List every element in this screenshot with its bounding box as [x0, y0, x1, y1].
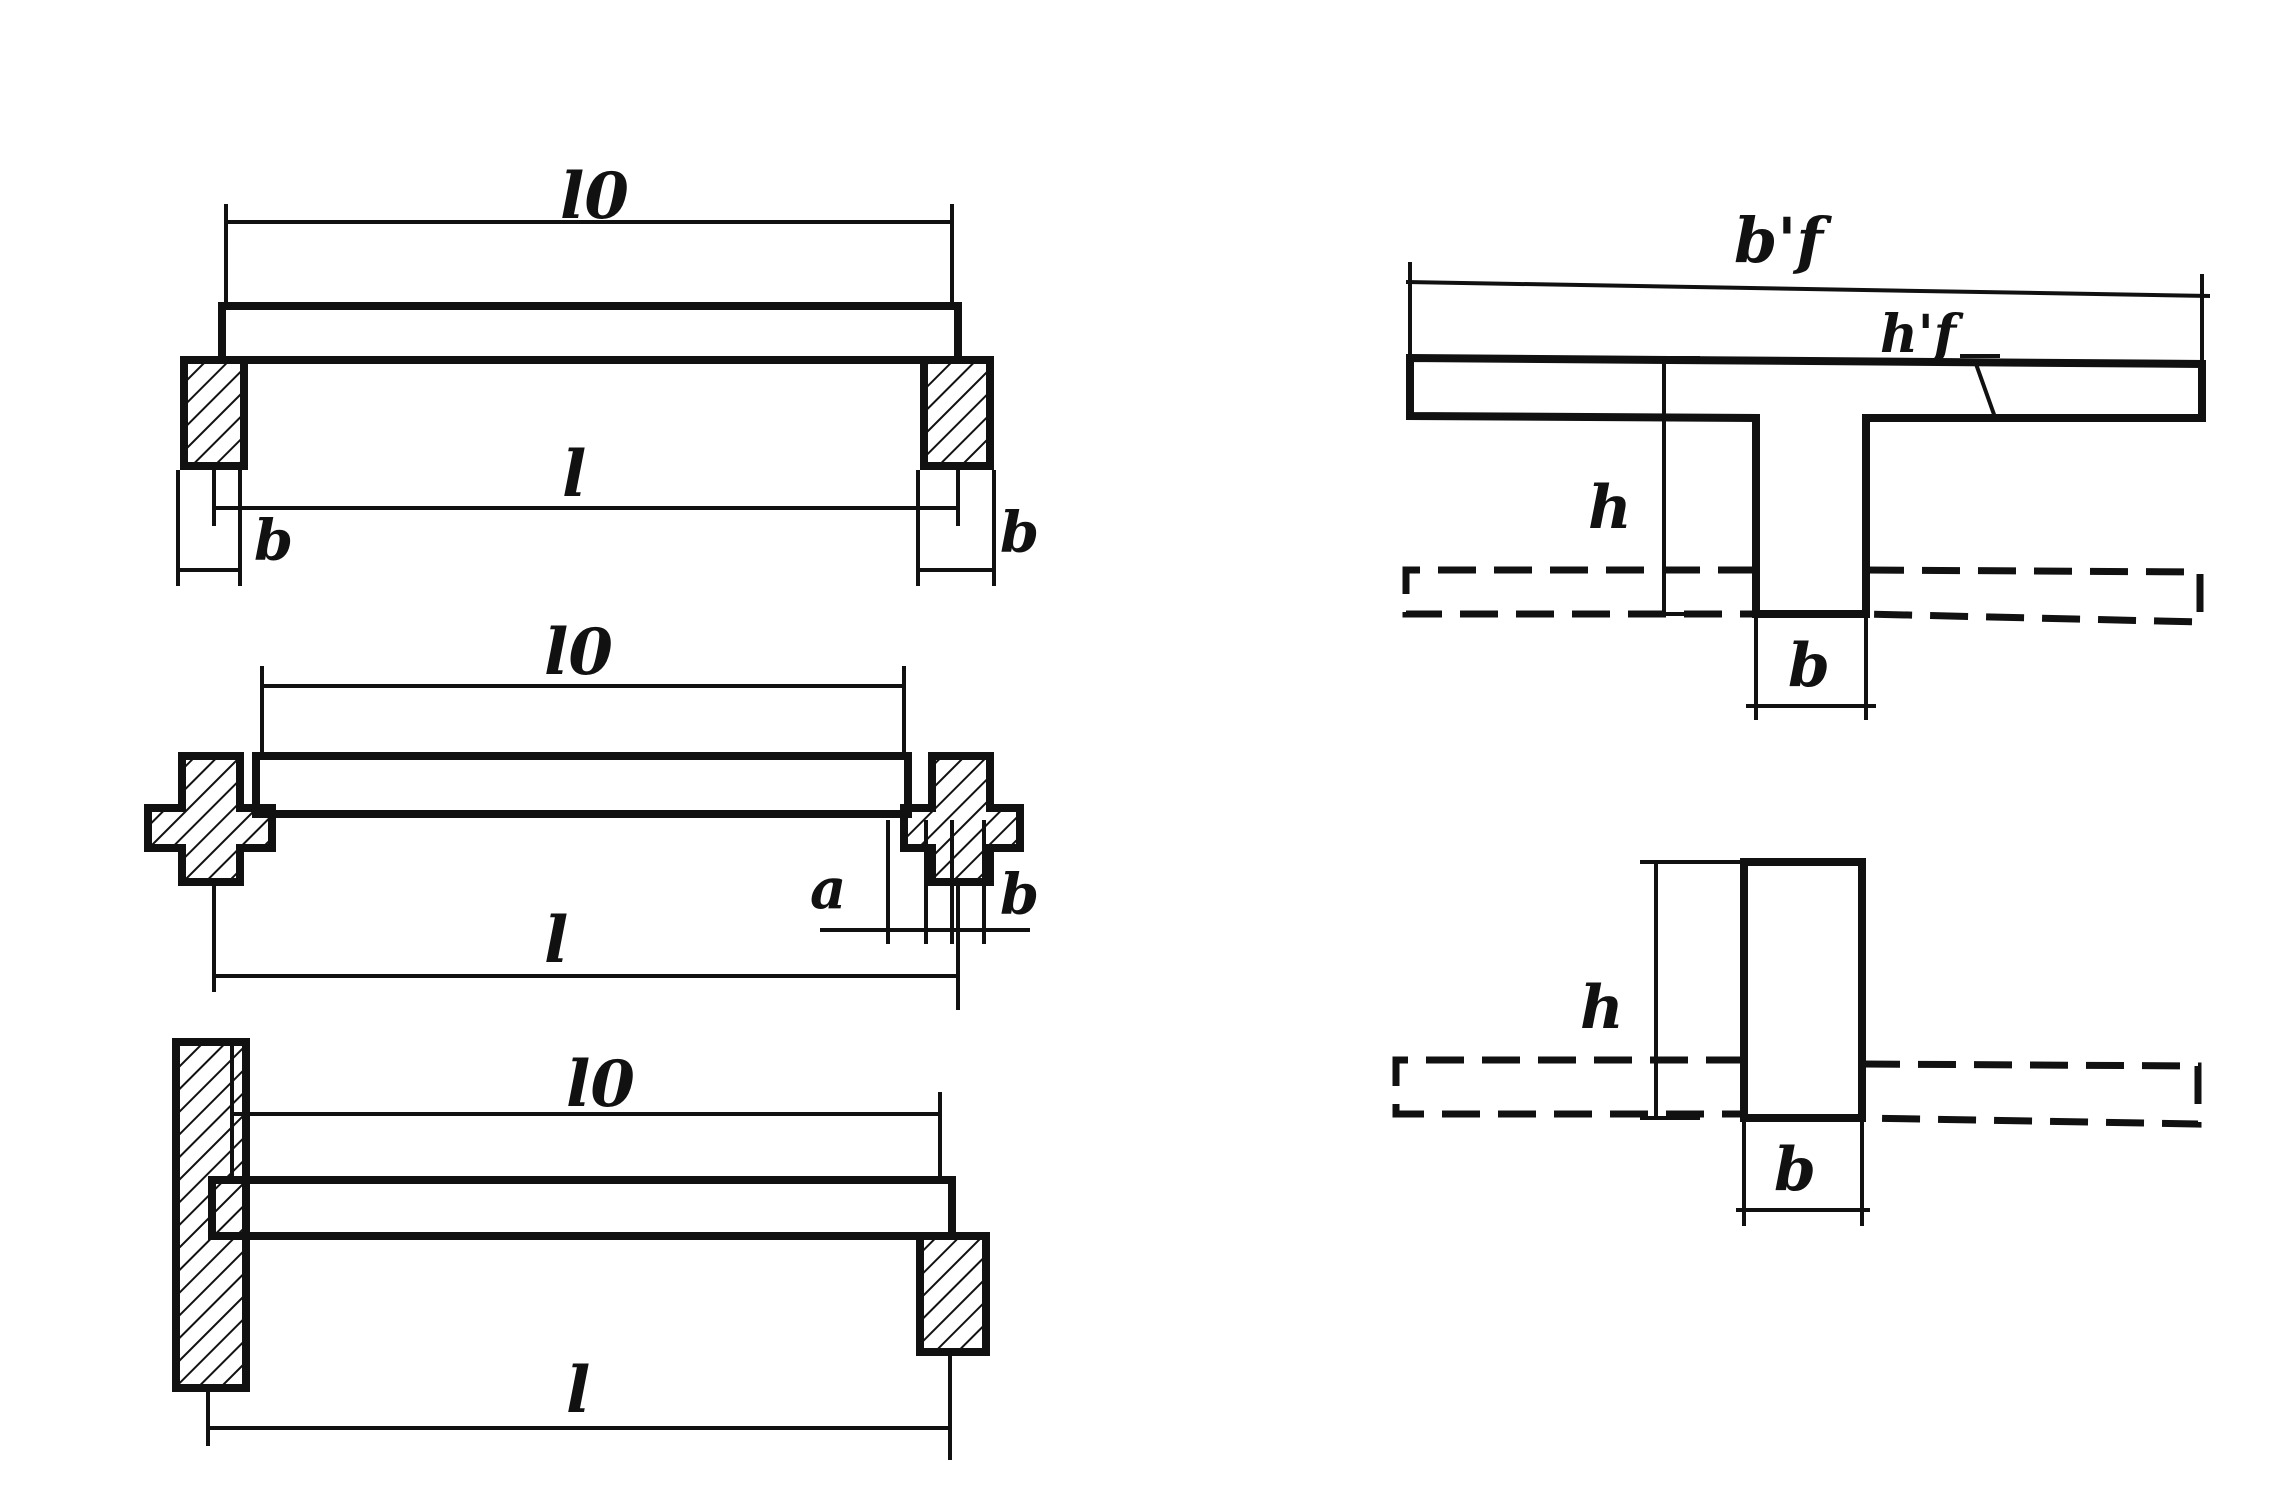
rect-section: h b [1392, 858, 2202, 1226]
beam-1-right-support [920, 356, 994, 470]
t-section-outline [1406, 353, 2206, 618]
t-section-flange-width-dimension [1405, 262, 2211, 364]
t-section-flange-thickness-label: h'f [1880, 304, 1964, 365]
beam-3-span-dimension [230, 1042, 942, 1180]
beam-3-length-dimension [206, 1352, 952, 1460]
beam-2-left-support [144, 752, 276, 886]
beam-1-body [218, 302, 962, 364]
t-section: b'f h'f h b [1402, 204, 2211, 720]
rect-section-width-dimension [1736, 1118, 1870, 1226]
beam-2-span-dimension [260, 666, 906, 756]
beam-1-span-label: l0 [560, 159, 629, 234]
beam-3-length-label: l [566, 1353, 590, 1428]
rect-section-dashed-slab [1392, 1056, 2202, 1128]
t-section-flange-width-label: b'f [1734, 204, 1832, 277]
beam-2-support-dimensions [820, 820, 1030, 944]
rect-section-outline [1740, 858, 1866, 1122]
beam-diagram-3: l0 l [172, 1038, 990, 1460]
t-section-flange-thickness-dimension [1960, 354, 2006, 422]
beam-1-support-label-left: b [254, 508, 293, 574]
t-section-height-dimension [1648, 356, 1700, 616]
beam-1-span-dimension [224, 204, 954, 306]
beam-diagram-1: l0 l b b [176, 159, 1039, 586]
beam-1-length-label: l [562, 437, 586, 512]
t-section-dashed-slab [1402, 566, 2204, 626]
beam-3-right-support [916, 1232, 990, 1356]
t-section-flange-top [1409, 356, 2203, 366]
beam-1-support-label-right: b [1000, 500, 1039, 566]
beam-diagram-2: l0 l a b [144, 615, 1039, 1010]
t-section-web-width-dimension [1746, 614, 1876, 720]
t-section-web-width-label: b [1788, 631, 1830, 701]
beam-1-length-dimension [212, 470, 960, 526]
beam-2-length-label: l [544, 903, 568, 978]
beam-3-span-label: l0 [566, 1047, 635, 1122]
beam-3-left-wall [172, 1038, 250, 1392]
beam-1-support-dimensions [176, 470, 996, 586]
rect-section-height-dimension [1640, 860, 1744, 1120]
rect-section-height-label: h [1580, 973, 1624, 1043]
beam-2-length-dimension [212, 882, 960, 1010]
beam-2-body [252, 752, 912, 818]
rect-section-width-label: b [1774, 1135, 1816, 1205]
beam-1-left-support [180, 356, 248, 470]
t-section-height-label: h [1588, 473, 1632, 543]
beam-3-body [208, 1176, 956, 1240]
beam-2-support-label: b [1000, 862, 1039, 928]
beam-2-right-support [900, 752, 1024, 886]
beam-2-span-label: l0 [544, 615, 613, 690]
beam-2-offset-label: a [810, 856, 846, 922]
